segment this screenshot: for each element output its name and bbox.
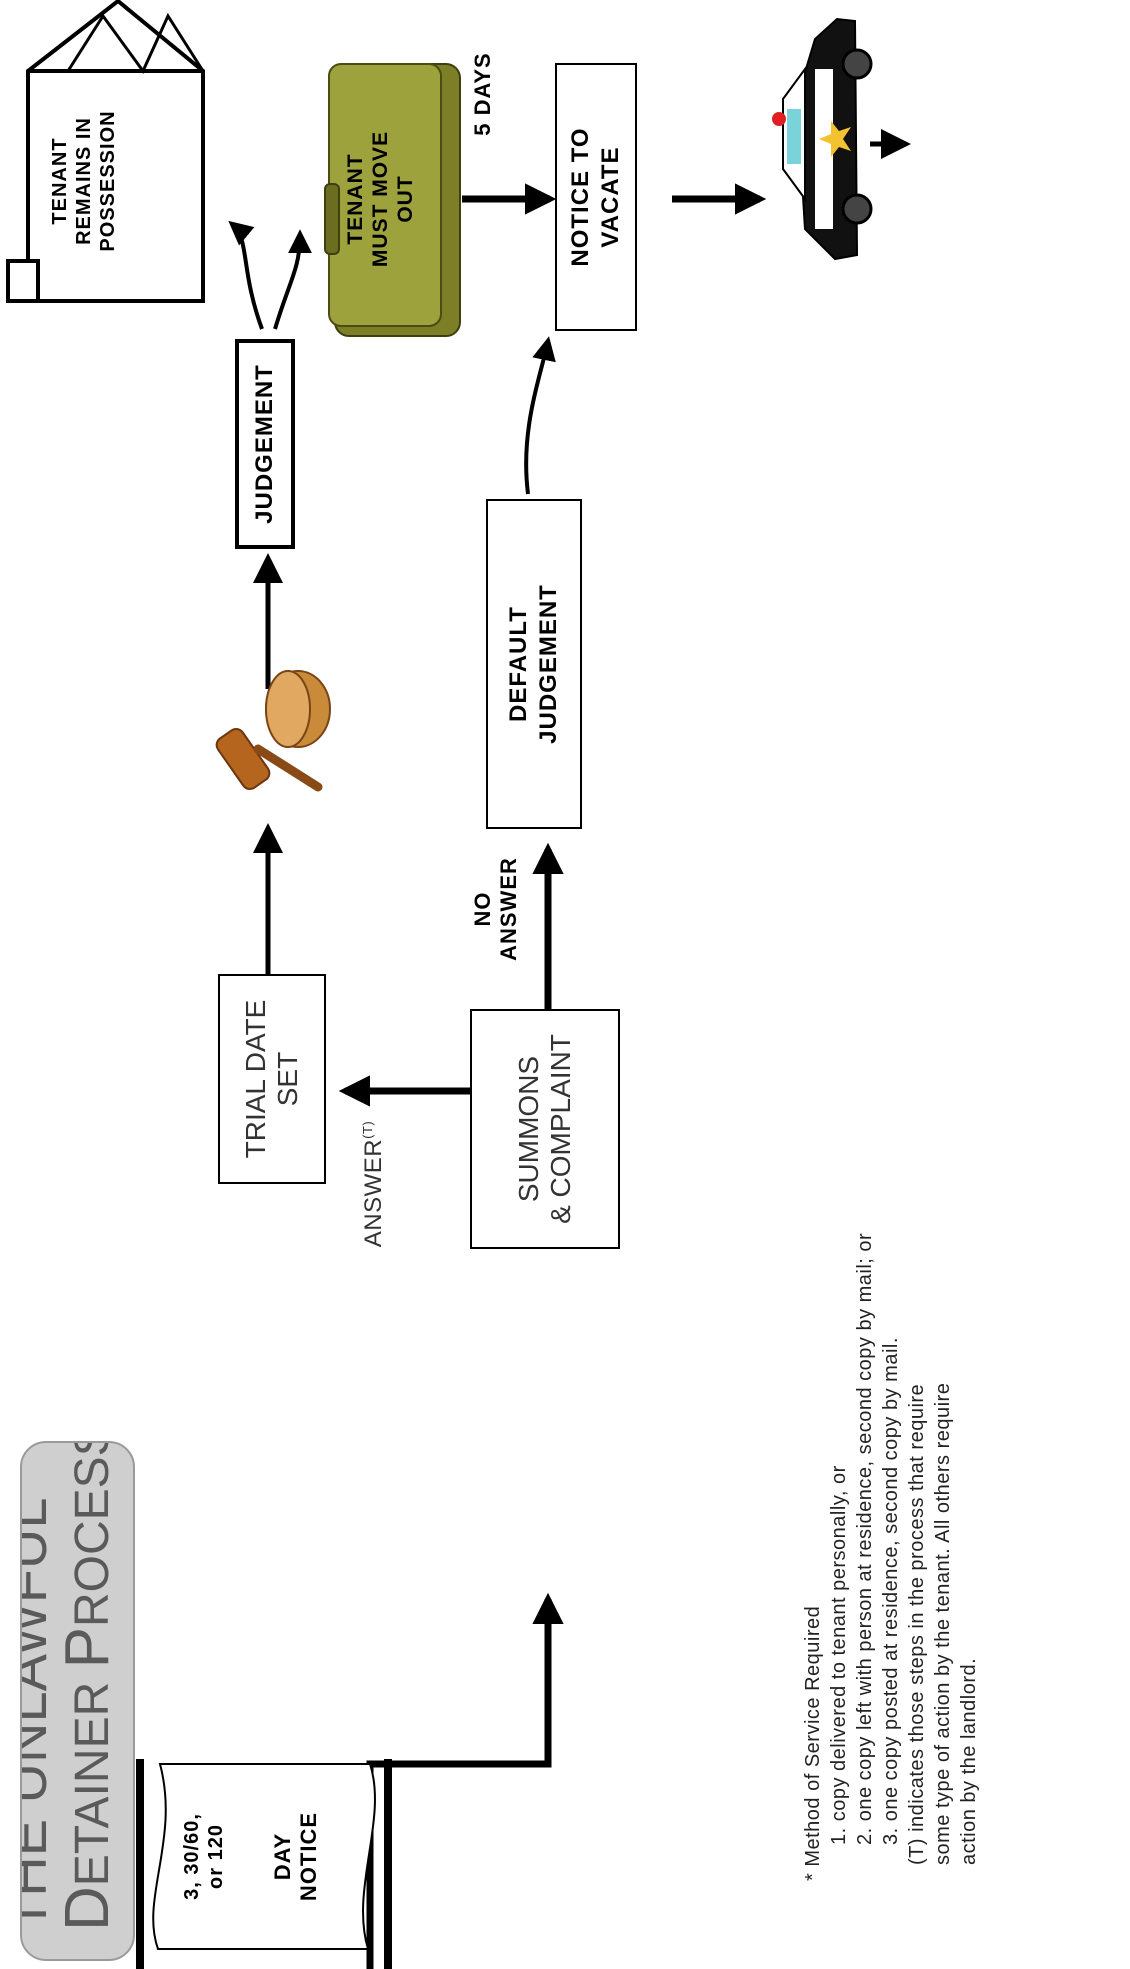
node-trial-date-set: TRIAL DATE SET — [218, 974, 326, 1184]
label-answer: ANSWER(T) — [360, 1120, 387, 1248]
sheriff-car-icon — [772, 14, 873, 269]
footnote-t-line-1: (T) indicates those steps in the process… — [906, 1383, 928, 1865]
footnote-t-line-2: some type of action by the tenant. All o… — [932, 1382, 954, 1865]
move-line-2: MUST MOVE — [369, 130, 392, 268]
footnote-item-1: 1. copy delivered to tenant personally, … — [828, 1465, 850, 1845]
footnote-heading: * Method of Service Required — [802, 1605, 824, 1881]
trial-line-2: SET — [272, 1051, 303, 1107]
scroll-icon — [152, 1763, 376, 1950]
label-five-days: 5 DAYS — [470, 52, 495, 136]
notice-text-2: or 120 — [205, 1824, 227, 1889]
footnote: * Method of Service Required 1. copy del… — [800, 881, 982, 1881]
trial-line-1: TRIAL DATE — [240, 999, 271, 1159]
footnote-item-3: 3. one copy posted at residence, second … — [880, 1337, 902, 1845]
curve-judgement-to-move — [273, 229, 312, 330]
remains-line-1: TENANT — [49, 137, 71, 225]
vacate-line-1: NOTICE TO — [567, 127, 594, 267]
summons-line-1: SUMMONS — [513, 1055, 544, 1203]
curve-judgement-to-remains — [228, 220, 264, 330]
summons-line-2: & COMPLAINT — [545, 1034, 576, 1224]
notice-text-4: NOTICE — [296, 1811, 321, 1902]
label-no-answer: NO ANSWER — [470, 857, 521, 961]
move-line-1: TENANT — [344, 153, 367, 245]
notice-text-3: DAY — [270, 1832, 295, 1881]
vacate-line-2: VACATE — [597, 146, 624, 248]
footnote-item-2: 2. one copy left with person at residenc… — [854, 1232, 876, 1845]
gavel-icon — [188, 669, 338, 809]
notice-text-1: 3, 30/60, — [181, 1813, 203, 1900]
remains-line-2: REMAINS IN — [73, 117, 95, 245]
node-summons-complaint: SUMMONS & COMPLAINT — [470, 1009, 620, 1249]
footnote-t-line-3: action by the landlord. — [958, 1657, 980, 1865]
arrow-notice-to-summons — [366, 1592, 564, 1969]
move-line-3: OUT — [394, 175, 417, 223]
day-notice-scroll: 3, 30/60, or 120 DAY NOTICE — [150, 1754, 378, 1959]
default-line-2: JUDGEMENT — [535, 584, 562, 744]
node-tenant-remains: TENANT REMAINS IN POSSESSION — [6, 0, 208, 303]
node-tenant-must-move-out: TENANT MUST MOVE OUT — [324, 54, 465, 344]
house-icon — [6, 0, 205, 303]
node-judgement: JUDGEMENT — [235, 339, 295, 549]
briefcase-icon — [324, 63, 461, 337]
remains-line-3: POSSESSION — [97, 110, 119, 252]
node-default-judgement: DEFAULT JUDGEMENT — [486, 499, 582, 829]
curve-default-to-vacate — [524, 336, 556, 495]
node-notice-to-vacate: NOTICE TO VACATE — [555, 63, 637, 331]
default-line-1: DEFAULT — [505, 606, 532, 722]
